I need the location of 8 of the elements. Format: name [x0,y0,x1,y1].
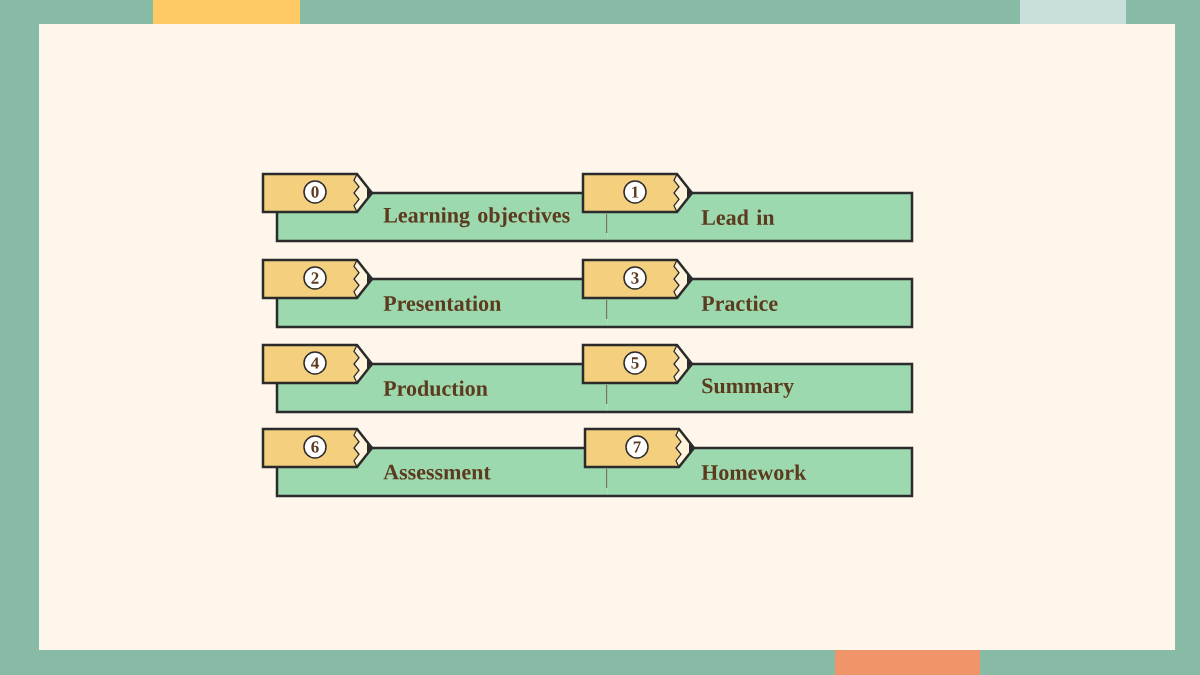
pencil-tab: 4 [261,343,374,385]
pencil-tab: 6 [261,427,374,469]
pencil-tab: 3 [581,258,694,300]
pencil-tab: 2 [261,258,374,300]
pencil-tab: 1 [581,172,694,214]
pencil-tab: 5 [581,343,694,385]
pencil-tab: 0 [261,172,374,214]
pencil-tab: 7 [583,427,696,469]
